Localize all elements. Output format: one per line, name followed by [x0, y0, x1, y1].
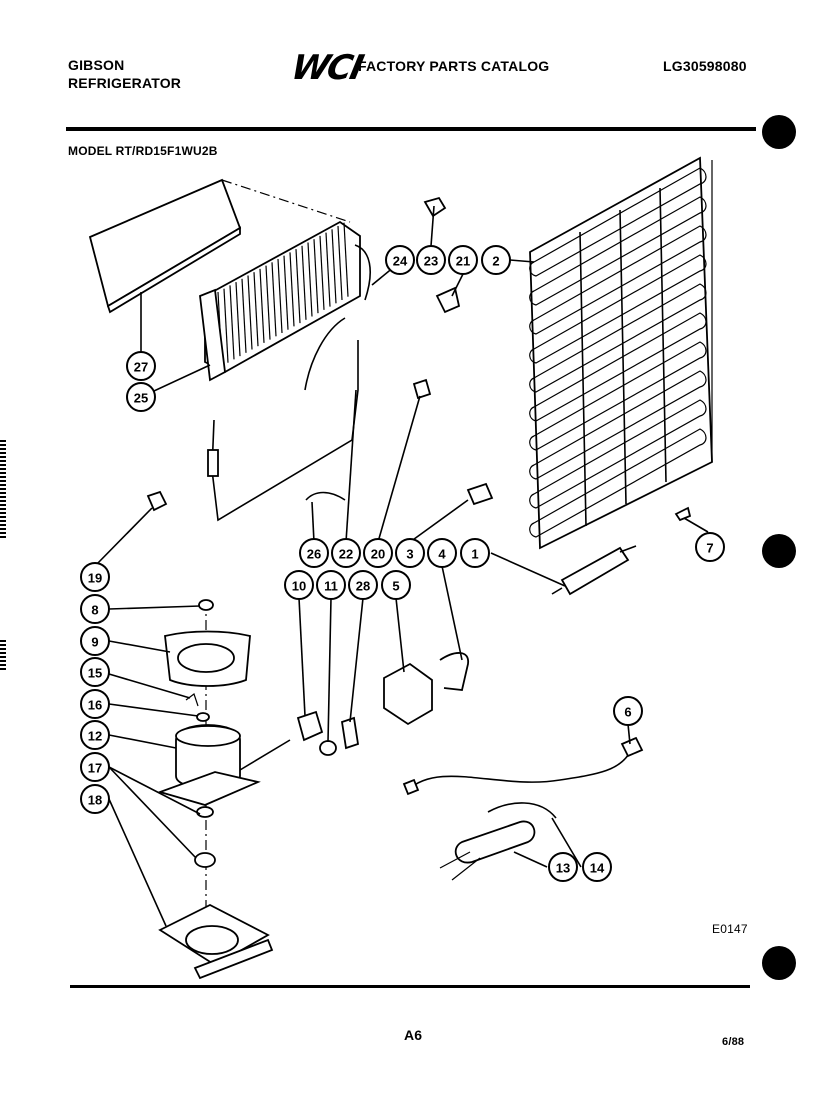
- callout-5: 5: [381, 570, 411, 600]
- callout-15: 15: [80, 657, 110, 687]
- callout-18: 18: [80, 784, 110, 814]
- callout-19: 19: [80, 562, 110, 592]
- svg-text:17: 17: [88, 761, 102, 776]
- svg-text:5: 5: [392, 579, 399, 594]
- svg-text:10: 10: [292, 579, 306, 594]
- callout-2: 2: [481, 245, 511, 275]
- svg-text:26: 26: [307, 547, 321, 562]
- diagram-code: E0147: [712, 922, 748, 936]
- scan-edge-mark: [0, 640, 6, 670]
- svg-text:3: 3: [406, 547, 413, 562]
- compressor-assembly: [157, 599, 291, 980]
- filter-drier: [551, 545, 637, 596]
- svg-text:8: 8: [91, 603, 98, 618]
- svg-text:9: 9: [91, 635, 98, 650]
- callout-6: 6: [613, 696, 643, 726]
- header-rule: [66, 127, 756, 131]
- callout-26: 26: [299, 538, 329, 568]
- callout-24: 24: [385, 245, 415, 275]
- callout-8: 8: [80, 594, 110, 624]
- callout-13: 13: [548, 852, 578, 882]
- callout-11: 11: [316, 570, 346, 600]
- svg-text:11: 11: [324, 579, 338, 594]
- svg-text:15: 15: [88, 666, 102, 681]
- svg-text:16: 16: [88, 698, 102, 713]
- callout-10: 10: [284, 570, 314, 600]
- svg-text:27: 27: [134, 360, 148, 375]
- footer-rule: [70, 985, 750, 988]
- brand-name: GIBSON: [68, 57, 125, 73]
- svg-text:28: 28: [356, 579, 370, 594]
- callout-22: 22: [331, 538, 361, 568]
- svg-text:18: 18: [88, 793, 102, 808]
- svg-text:2: 2: [492, 254, 499, 269]
- callout-20: 20: [363, 538, 393, 568]
- leader-lines: [94, 205, 709, 927]
- callout-27: 27: [126, 351, 156, 381]
- callout-28: 28: [348, 570, 378, 600]
- callout-3: 3: [395, 538, 425, 568]
- binder-hole: [762, 534, 796, 568]
- svg-text:13: 13: [556, 861, 570, 876]
- binder-hole: [762, 946, 796, 980]
- evaporator-cover-panel: [88, 178, 351, 314]
- svg-text:14: 14: [590, 861, 605, 876]
- svg-text:4: 4: [438, 547, 446, 562]
- svg-text:21: 21: [456, 254, 470, 269]
- svg-text:19: 19: [88, 571, 102, 586]
- callout-16: 16: [80, 689, 110, 719]
- binder-hole: [762, 115, 796, 149]
- svg-text:6: 6: [624, 705, 631, 720]
- svg-text:23: 23: [424, 254, 438, 269]
- product-type: REFRIGERATOR: [68, 75, 182, 91]
- model-label: MODEL RT/RD15F1WU2B: [68, 144, 218, 158]
- catalog-title: FACTORY PARTS CATALOG: [358, 58, 550, 74]
- svg-text:24: 24: [393, 254, 408, 269]
- callout-12: 12: [80, 720, 110, 750]
- date-code: 6/88: [722, 1036, 745, 1048]
- callout-4: 4: [427, 538, 457, 568]
- svg-text:22: 22: [339, 547, 353, 562]
- svg-text:20: 20: [371, 547, 385, 562]
- run-capacitor: [439, 802, 557, 881]
- electrical-components: [296, 652, 644, 796]
- svg-text:1: 1: [471, 547, 478, 562]
- callout-7: 7: [695, 532, 725, 562]
- condenser-coil: [529, 156, 713, 550]
- svg-text:25: 25: [134, 391, 148, 406]
- document-number: LG30598080: [663, 58, 747, 74]
- svg-text:12: 12: [88, 729, 102, 744]
- evaporator-coil: [199, 220, 361, 382]
- callout-17: 17: [80, 752, 110, 782]
- svg-text:7: 7: [706, 541, 713, 556]
- callout-14: 14: [582, 852, 612, 882]
- callout-1: 1: [460, 538, 490, 568]
- page-label: A6: [404, 1027, 423, 1043]
- scan-edge-mark: [0, 440, 6, 540]
- refrigerant-tubing: [207, 244, 371, 522]
- callout-25: 25: [126, 382, 156, 412]
- callout-21: 21: [448, 245, 478, 275]
- callout-9: 9: [80, 626, 110, 656]
- callout-23: 23: [416, 245, 446, 275]
